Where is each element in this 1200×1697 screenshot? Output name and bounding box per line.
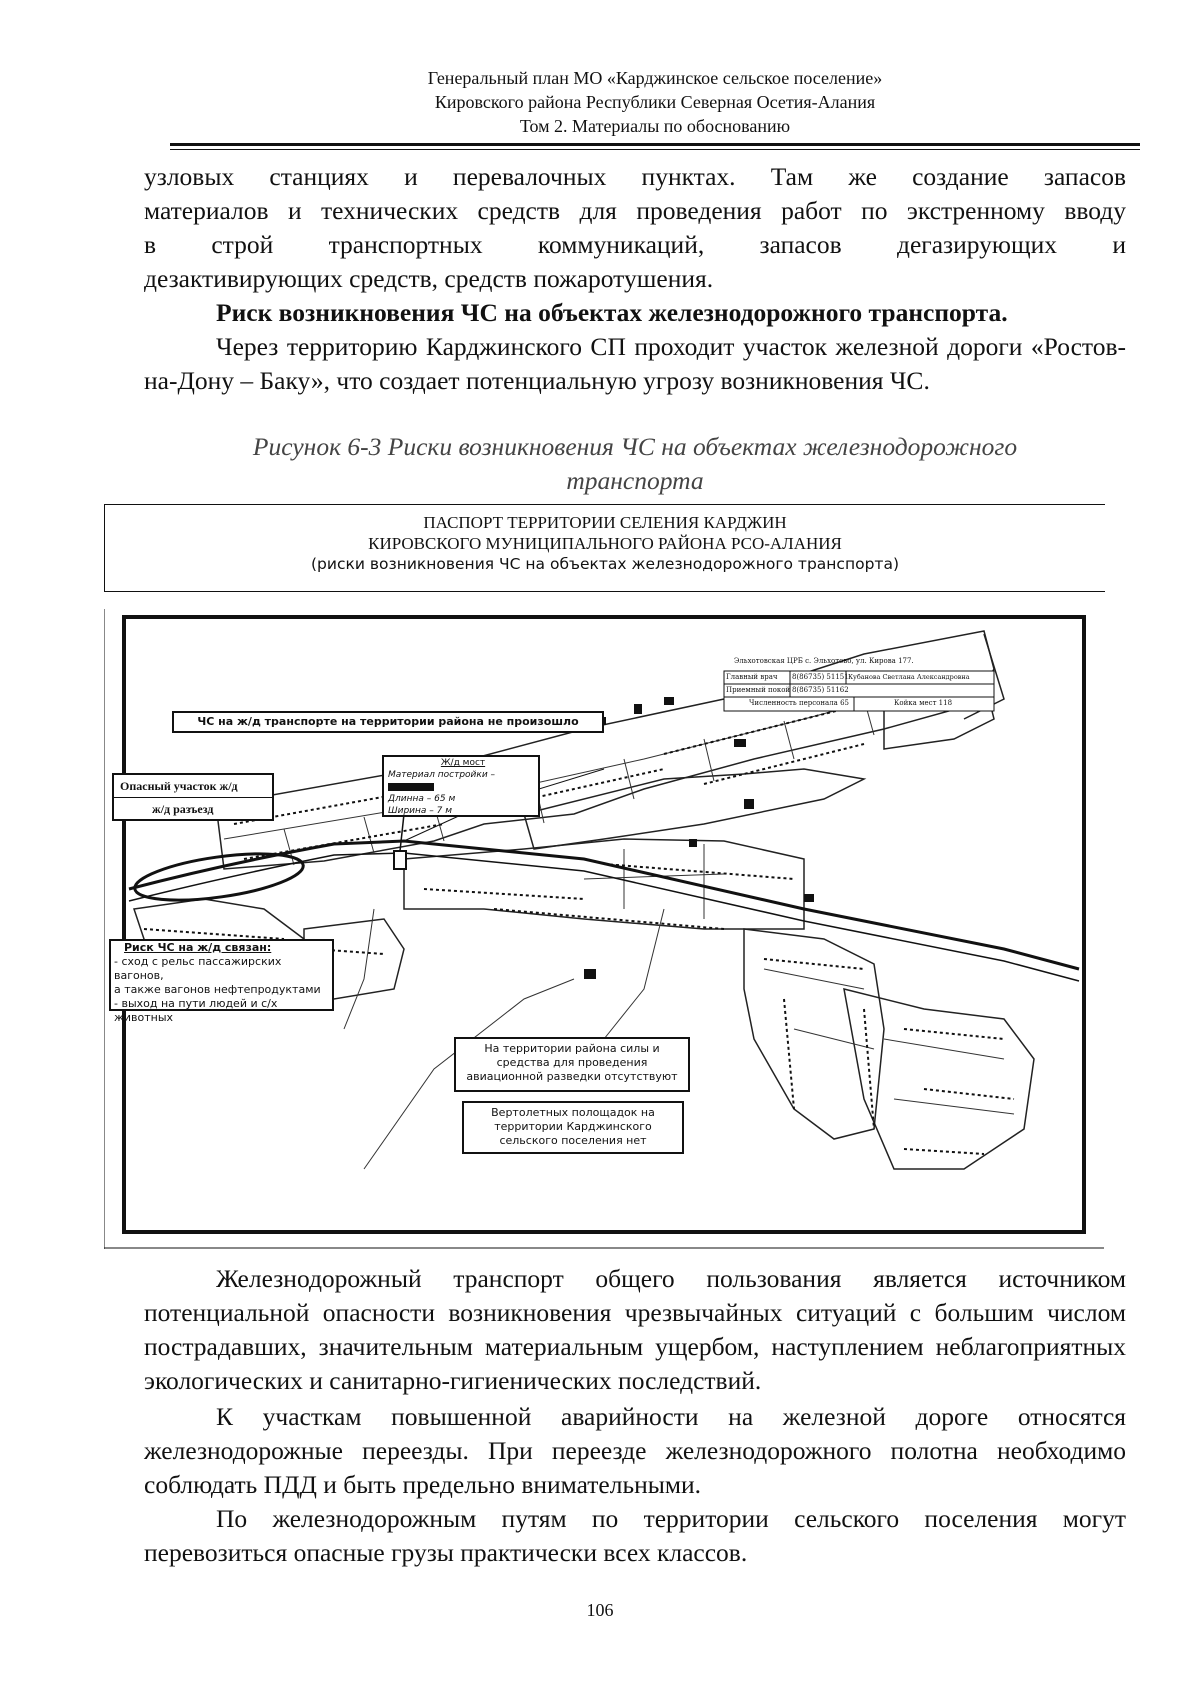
header-rule-thin xyxy=(170,149,1140,150)
passport-line-1: ПАСПОРТ ТЕРРИТОРИИ СЕЛЕНИЯ КАРДЖИН xyxy=(423,513,787,532)
running-header: Генеральный план МО «Карджинское сельско… xyxy=(170,66,1140,138)
railway-risk-map: Эльхотовская ЦРБ с. Эльхотово, ул. Киров… xyxy=(104,609,1104,1249)
bridge-length: Длинна – 65 м xyxy=(388,794,456,804)
paragraph-5: По железнодорожным путям по территории с… xyxy=(144,1504,1126,1567)
header-line-1: Генеральный план МО «Карджинское сельско… xyxy=(427,68,883,88)
aviation-box: На территории района силы и средства для… xyxy=(454,1037,690,1092)
paragraph-1-line-2: материалов и технических средств для про… xyxy=(144,196,1126,225)
header-rule-thick xyxy=(170,143,1140,146)
hospital-table-grid xyxy=(723,670,995,712)
helipad-line-1: Вертолетных полощадок на xyxy=(491,1106,655,1119)
hospital-reception: Приемный покой xyxy=(726,686,791,694)
hospital-head-name: Кубанова Светлана Александровна xyxy=(848,673,970,681)
bridge-marker xyxy=(393,850,407,870)
hospital-beds: Койка мест 118 xyxy=(894,699,953,707)
settlement-outlines xyxy=(133,630,1035,1170)
black-markers xyxy=(584,697,814,979)
hospital-staff: Численность персонала 65 xyxy=(749,699,849,707)
header-line-3: Том 2. Материалы по обоснованию xyxy=(519,116,791,136)
paragraph-2: Через территорию Карджинского СП проходи… xyxy=(144,332,1126,395)
passport-title-box: ПАСПОРТ ТЕРРИТОРИИ СЕЛЕНИЯ КАРДЖИН КИРОВ… xyxy=(104,504,1105,592)
passport-line-2: КИРОВСКОГО МУНИЦИПАЛЬНОГО РАЙОНА РСО-АЛА… xyxy=(368,534,842,553)
danger-section-ellipse xyxy=(133,852,305,902)
aviation-line-3: авиационной разведки отсутствуют xyxy=(466,1070,678,1083)
helipad-line-3: сельского поселения нет xyxy=(499,1134,647,1147)
map-legend: Опасный участок ж/д ж/д разъезд xyxy=(112,773,274,821)
paragraph-4: К участкам повышенной аварийности на жел… xyxy=(144,1402,1126,1499)
risk-title: Риск ЧС на ж/д связан: xyxy=(124,941,272,954)
page-number: 106 xyxy=(586,1600,614,1620)
risk-item-2: а также вагонов нефтепродуктами xyxy=(114,983,321,996)
hospital-head-phone: 8(86735) 51151 xyxy=(792,673,849,681)
bridge-info-box: Ж/д мост Материал постройки – Длинна – 6… xyxy=(382,755,540,817)
aviation-line-2: средства для проведения xyxy=(496,1056,648,1069)
risk-item-3: - выход на пути людей и с/х животных xyxy=(114,997,278,1024)
paragraph-1-line-1: узловых станциях и перевалочных пунктах.… xyxy=(144,162,1126,191)
caption-line-2: транспорта xyxy=(566,466,704,495)
passport-line-3: (риски возникновения ЧС на объектах желе… xyxy=(311,555,899,573)
risk-description-box: Риск ЧС на ж/д связан: - сход с рельс па… xyxy=(109,939,334,1024)
section-heading: Риск возникновения ЧС на объектах железн… xyxy=(216,298,1008,327)
helipad-box: Вертолетных полощадок на территории Кард… xyxy=(462,1101,684,1154)
bridge-width: Ширина – 7 м xyxy=(388,806,453,816)
header-line-2: Кировского района Республики Северная Ос… xyxy=(434,92,876,112)
risk-item-1: - сход с рельс пассажирских вагонов, xyxy=(114,955,282,982)
hospital-head-doctor: Главный врач xyxy=(726,673,778,681)
legend-danger-section: Опасный участок ж/д xyxy=(114,775,272,798)
figure-caption: Рисунок 6-3 Риски возникновения ЧС на об… xyxy=(144,430,1126,498)
helipad-line-2: территории Карджинского xyxy=(494,1120,652,1133)
no-incidents-label: ЧС на ж/д транспорте на территории район… xyxy=(172,711,604,733)
legend-junction: ж/д разъезд xyxy=(152,802,214,816)
paragraph-1-line-4: дезактивирующих средств, средств пожарот… xyxy=(144,264,714,293)
bridge-material: Материал постройки – xyxy=(388,769,538,793)
caption-line-1: Рисунок 6-3 Риски возникновения ЧС на об… xyxy=(252,432,1018,461)
redaction-bar xyxy=(388,782,434,791)
map-frame xyxy=(122,615,1086,1234)
hospital-title: Эльхотовская ЦРБ с. Эльхотово, ул. Киров… xyxy=(734,657,914,665)
paragraph-1-line-3: в строй транспортных коммуникаций, запас… xyxy=(144,230,1126,259)
hospital-reception-phone: 8(86735) 51162 xyxy=(792,686,849,694)
paragraph-3: Железнодорожный транспорт общего пользов… xyxy=(144,1264,1126,1395)
bridge-title: Ж/д мост xyxy=(440,758,486,768)
aviation-line-1: На территории района силы и xyxy=(484,1042,660,1055)
